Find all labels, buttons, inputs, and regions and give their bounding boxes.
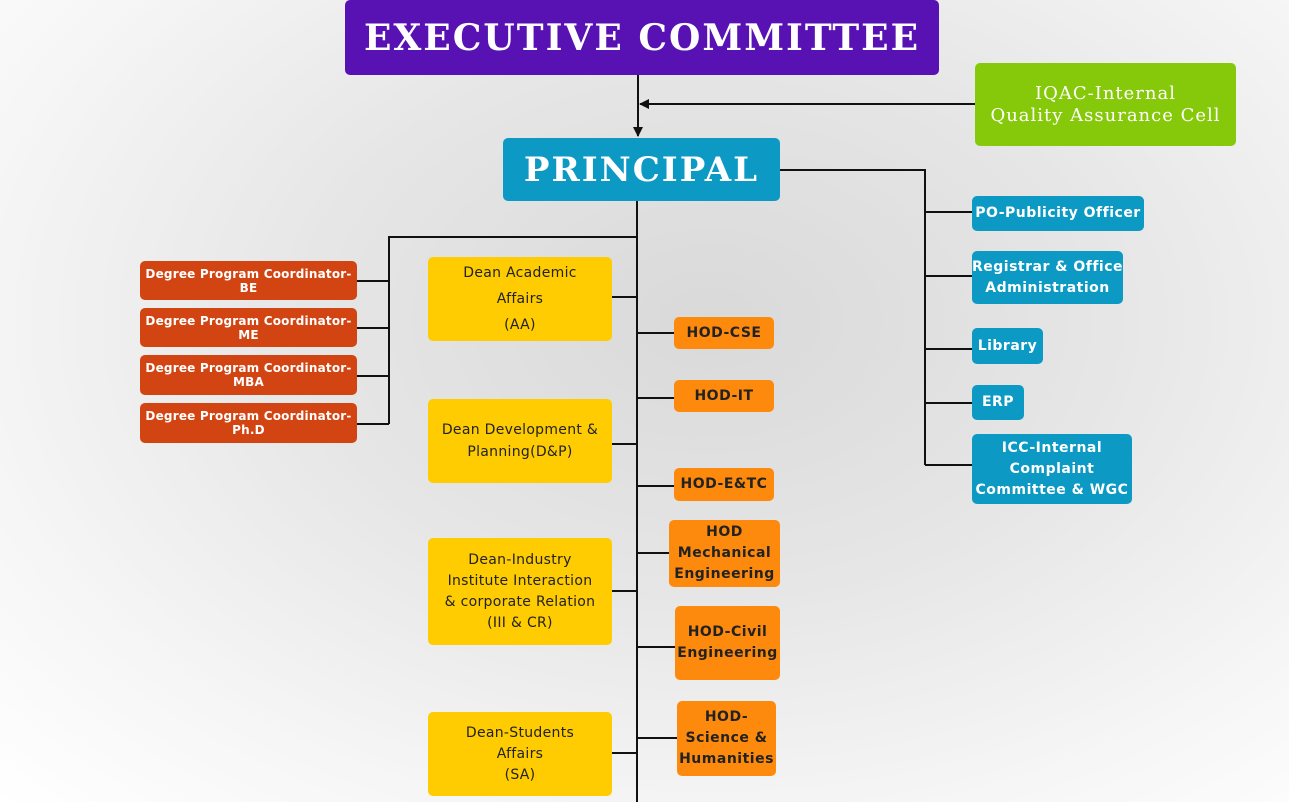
staff-branch-line [780,169,926,465]
hod-etc-box: HOD-E&TC [674,468,774,501]
coordinator-me-label: Degree Program Coordinator-ME [145,313,352,342]
iqac-label: IQAC-Internal Quality Assurance Cell [990,82,1221,126]
coordinator-mba-label: Degree Program Coordinator-MBA [145,361,352,389]
hod-mechanical-box: HOD Mechanical Engineering [669,520,780,587]
coordinator-mba-box: Degree Program Coordinator-MBA [140,355,357,395]
hod-it-box: HOD-IT [674,380,774,412]
coordinator-phd-label: Degree Program Coordinator-Ph.D [145,409,352,437]
hod-etc-label: HOD-E&TC [680,476,768,492]
publicity-officer-box: PO-Publicity Officer [972,196,1144,231]
dean-students-affairs-box: Dean-Students Affairs (SA) [428,712,612,796]
dean-academic-affairs-box: Dean Academic Affairs (AA) [428,257,612,341]
iqac-box: IQAC-Internal Quality Assurance Cell [975,63,1236,146]
dean-industry-interaction-label: Dean-Industry Institute Interaction & co… [444,551,596,631]
coordinator-phd-box: Degree Program Coordinator-Ph.D [140,403,357,443]
coordinator-be-label: Degree Program Coordinator-BE [145,266,352,295]
principal-box: PRINCIPAL [503,138,780,201]
executive-committee-box: EXECUTIVE COMMITTEE [345,0,939,75]
icc-label: ICC-Internal Complaint Committee & WGC [975,439,1129,498]
dean-students-affairs-label: Dean-Students Affairs (SA) [465,724,575,783]
dean-development-planning-box: Dean Development & Planning(D&P) [428,399,612,483]
hod-cse-box: HOD-CSE [674,317,774,349]
hod-science-humanities-label: HOD- Science & Humanities [679,709,774,767]
dean-industry-interaction-box: Dean-Industry Institute Interaction & co… [428,538,612,645]
erp-label: ERP [981,394,1015,410]
icc-box: ICC-Internal Complaint Committee & WGC [972,434,1132,504]
coordinator-me-box: Degree Program Coordinator-ME [140,308,357,347]
hod-civil-box: HOD-Civil Engineering [675,606,780,680]
library-box: Library [972,328,1043,364]
library-label: Library [977,337,1038,354]
registrar-label: Registrar & Office Administration [972,258,1124,296]
dean-academic-affairs-label: Dean Academic Affairs (AA) [463,265,577,333]
coordinator-branch-line [388,236,637,424]
erp-box: ERP [972,385,1024,420]
hod-mechanical-label: HOD Mechanical Engineering [674,524,775,582]
registrar-box: Registrar & Office Administration [972,251,1123,304]
dean-development-planning-label: Dean Development & Planning(D&P) [441,422,599,460]
hod-cse-label: HOD-CSE [686,324,762,341]
principal-label: PRINCIPAL [523,149,760,190]
hod-science-humanities-box: HOD- Science & Humanities [677,701,776,776]
coordinator-be-box: Degree Program Coordinator-BE [140,261,357,300]
publicity-officer-label: PO-Publicity Officer [975,205,1141,221]
hod-it-label: HOD-IT [694,387,754,404]
executive-committee-label: EXECUTIVE COMMITTEE [363,16,921,59]
hod-civil-label: HOD-Civil Engineering [677,624,778,661]
